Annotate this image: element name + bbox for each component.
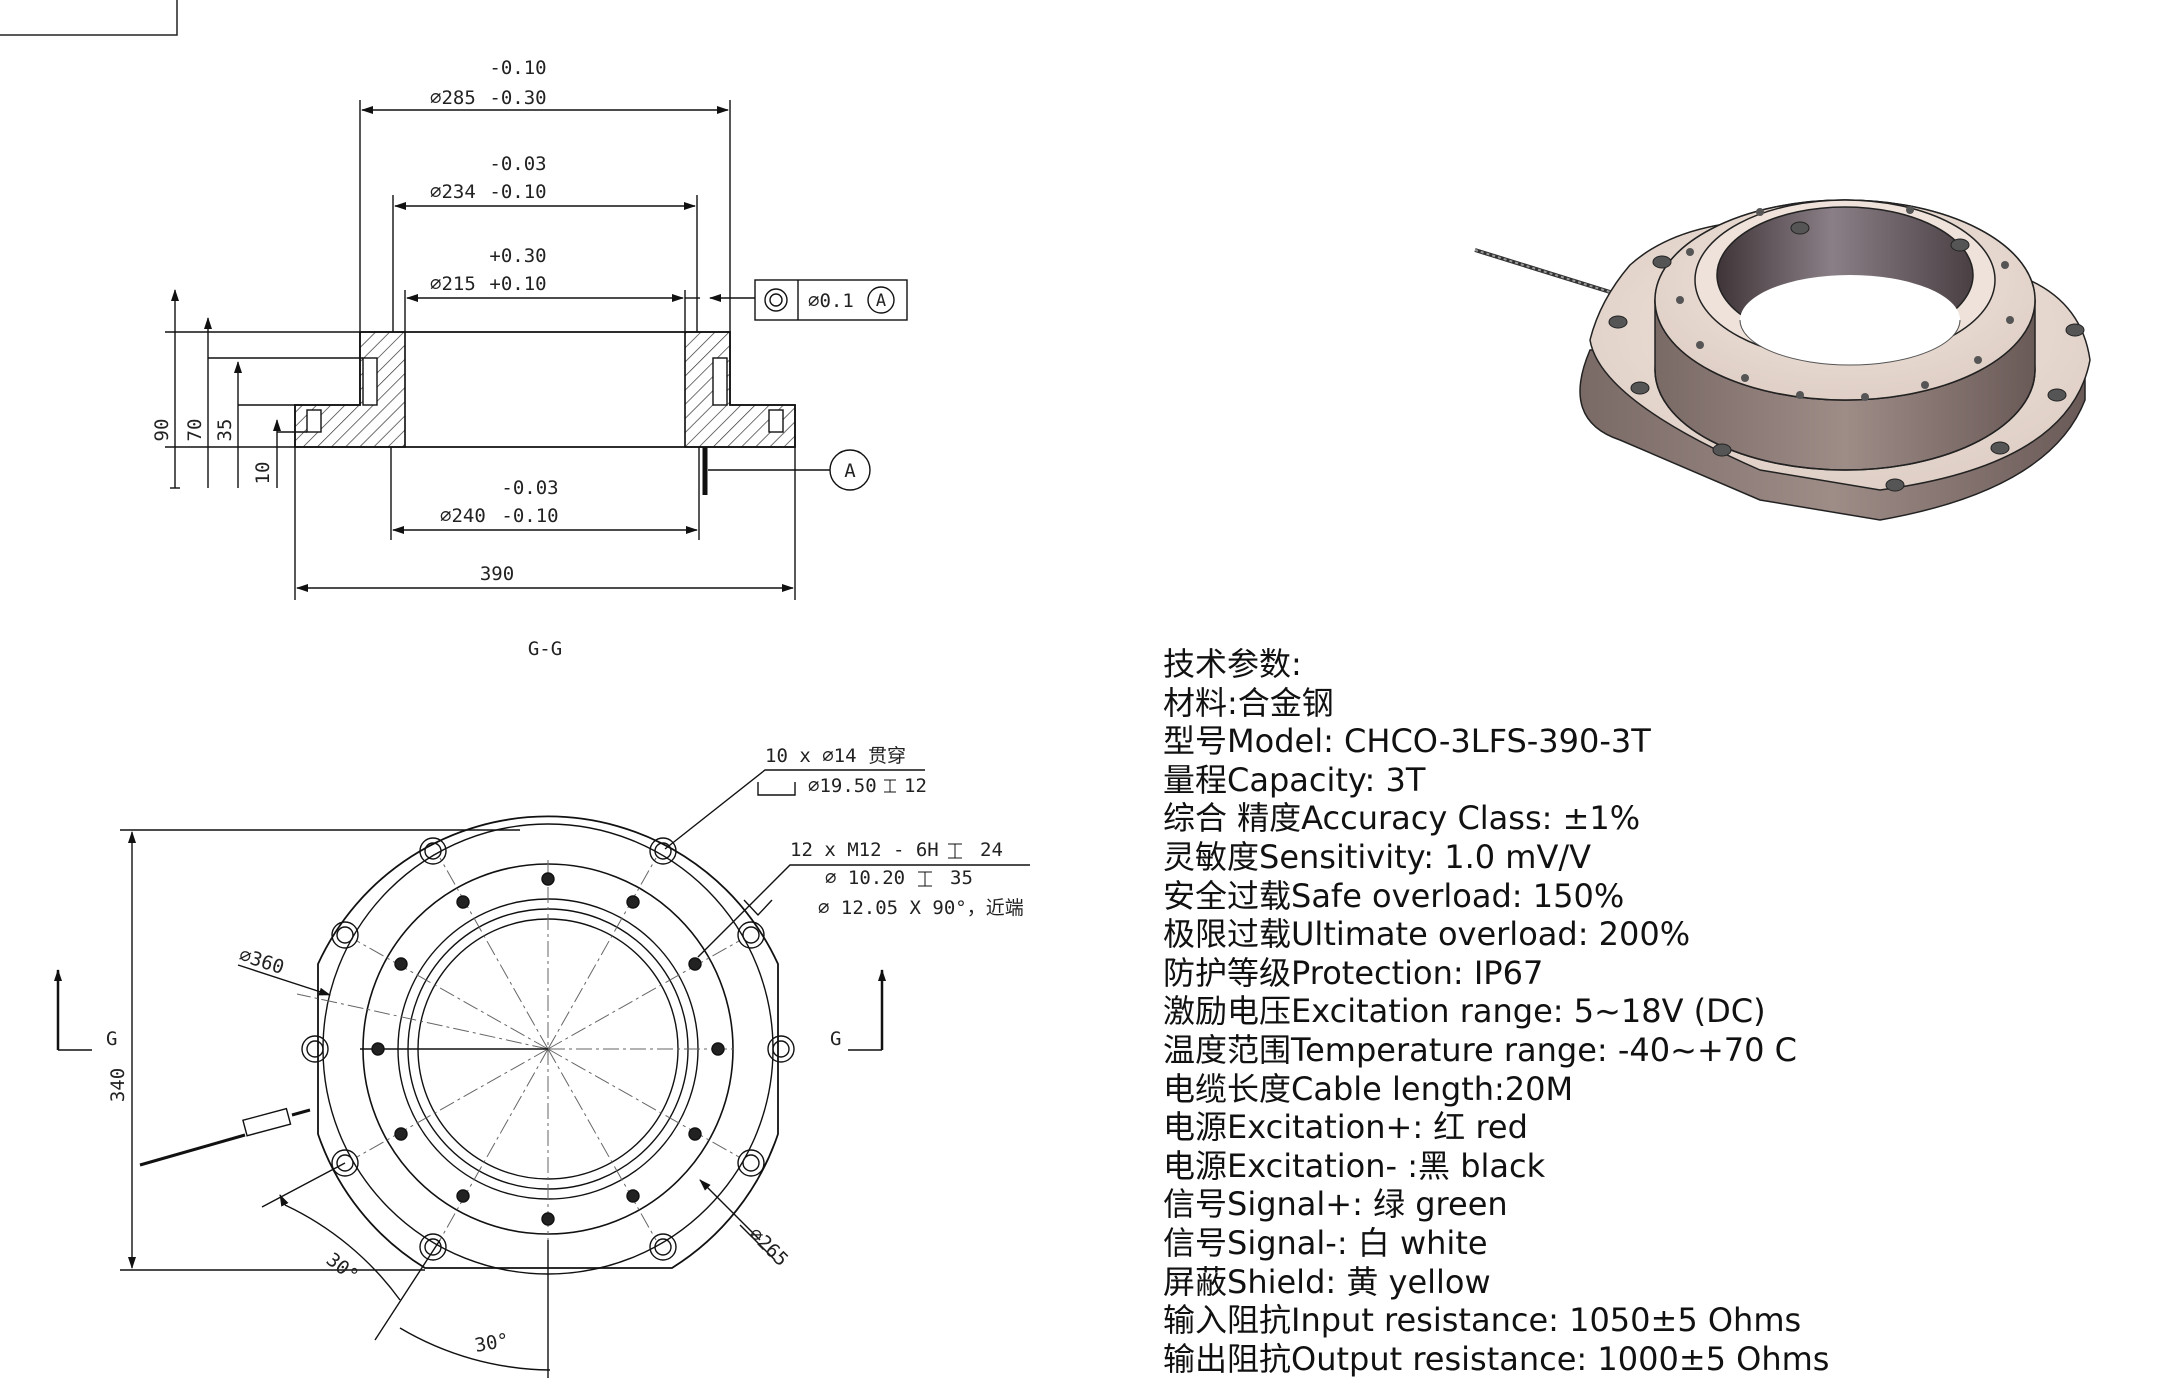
d234-upper-tol: -0.03 — [489, 153, 546, 175]
depth-symbol-icon — [884, 779, 896, 793]
spec-line: 电源Excitation+: 红 red — [1163, 1108, 1528, 1147]
section-view — [165, 100, 908, 600]
depth-symbol-icon — [948, 843, 962, 859]
diameter-265: ∅265 — [744, 1223, 792, 1271]
angle-30-left: 30° — [322, 1249, 363, 1287]
height-340: 340 — [107, 1068, 129, 1102]
d215-upper-tol: +0.30 — [489, 245, 546, 267]
callout-drill: ∅ 10.20 — [825, 867, 905, 889]
callout-threaded-holes: 12 x M12 - 6H — [790, 839, 939, 861]
datum-a-label: A — [844, 460, 856, 482]
height-35: 35 — [214, 419, 236, 442]
callout-drill-depth: 35 — [950, 867, 973, 889]
spec-line: 灵敏度Sensitivity: 1.0 mV/V — [1163, 837, 1592, 876]
spec-line: 量程Capacity: 3T — [1163, 760, 1426, 799]
top-view-labels: 10 x ∅14 贯穿 ∅19.50 12 12 x M12 - 6H 24 ∅… — [106, 745, 1024, 1357]
spec-line: 极限过载Ultimate overload: 200% — [1163, 915, 1691, 954]
height-90: 90 — [151, 419, 173, 442]
d285-main: ∅285 — [430, 87, 476, 109]
d234-main: ∅234 — [430, 181, 476, 203]
section-marker-left: G — [106, 1028, 117, 1050]
callout-through-holes: 10 x ∅14 贯穿 — [765, 745, 906, 767]
height-10: 10 — [252, 462, 274, 485]
d240-upper-tol: -0.03 — [501, 477, 558, 499]
spec-line: 电缆长度Cable length:20M — [1163, 1069, 1574, 1108]
tolerance-datum: A — [876, 291, 886, 311]
spec-line: 防护等级Protection: IP67 — [1163, 953, 1544, 992]
spec-line: 屏蔽Shield: 黄 yellow — [1163, 1262, 1491, 1301]
d285-lower-tol: -0.30 — [489, 87, 546, 109]
height-70: 70 — [184, 419, 206, 442]
callout-counterbore: ∅19.50 — [808, 775, 877, 797]
spec-line: 输入阻抗Input resistance: 1050±5 Ohms — [1163, 1301, 1802, 1340]
outer-through-holes — [301, 837, 795, 1261]
d240-lower-tol: -0.10 — [501, 505, 558, 527]
width-390: 390 — [480, 563, 514, 585]
tolerance-value: ∅0.1 — [808, 290, 854, 312]
isometric-render — [1474, 199, 2091, 521]
spec-line: 型号Model: CHCO-3LFS-390-3T — [1163, 722, 1651, 761]
angle-30-bottom: 30° — [473, 1329, 511, 1357]
inner-threaded-holes — [371, 872, 725, 1226]
section-marker-right: G — [830, 1028, 841, 1050]
d240-main: ∅240 — [440, 505, 486, 527]
section-view-labels: -0.10 ∅285 -0.30 -0.03 ∅234 -0.10 +0.30 … — [151, 57, 886, 660]
spec-line: 综合 精度Accuracy Class: ±1% — [1163, 799, 1641, 838]
d285-upper-tol: -0.10 — [489, 57, 546, 79]
spec-line: 温度范围Temperature range: -40~+70 C — [1163, 1030, 1798, 1069]
spec-line: 电源Excitation- :黑 black — [1163, 1146, 1546, 1185]
spec-line: 技术参数: — [1163, 645, 1302, 683]
d215-main: ∅215 — [430, 273, 476, 295]
spec-line: 信号Signal-: 白 white — [1163, 1223, 1488, 1262]
spec-line: 信号Signal+: 绿 green — [1163, 1185, 1508, 1224]
title-block-corner — [0, 0, 178, 36]
top-view — [54, 769, 1030, 1378]
spec-line: 安全过载Safe overload: 150% — [1163, 876, 1625, 915]
callout-countersink: ∅ 12.05 X 90°，近端 — [818, 897, 1024, 919]
section-label: G-G — [528, 638, 562, 660]
spec-line: 输出阻抗Output resistance: 1000±5 Ohms — [1163, 1339, 1830, 1378]
d215-lower-tol: +0.10 — [489, 273, 546, 295]
diameter-360: ∅360 — [236, 944, 286, 979]
d234-lower-tol: -0.10 — [489, 181, 546, 203]
spec-line: 材料:合金钢 — [1163, 683, 1334, 722]
callout-counterbore-depth: 12 — [904, 775, 927, 797]
callout-thread-depth: 24 — [980, 839, 1003, 861]
spec-line: 激励电压Excitation range: 5~18V (DC) — [1163, 992, 1766, 1031]
depth-symbol-icon — [918, 871, 932, 887]
